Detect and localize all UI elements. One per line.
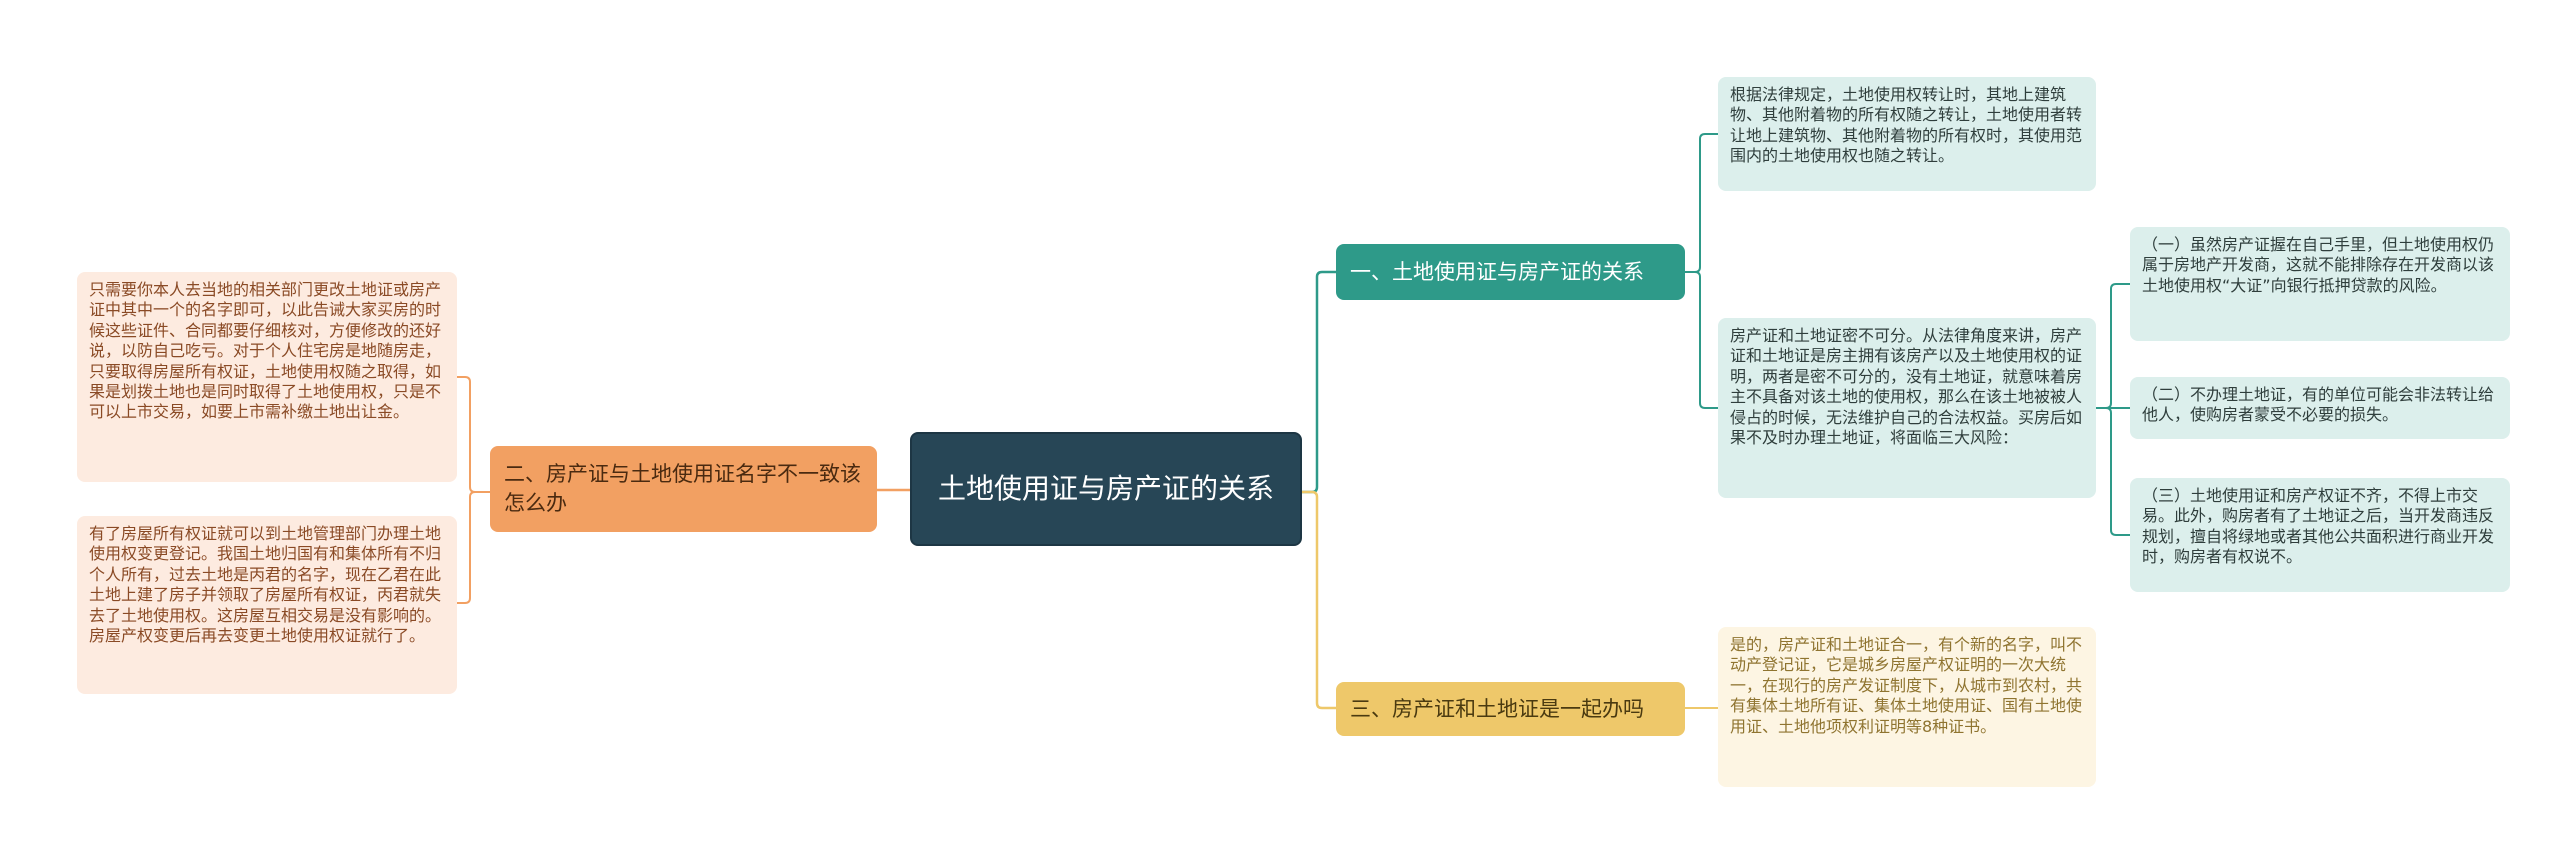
root-node[interactable]: 土地使用证与房产证的关系 (910, 432, 1302, 546)
branch-label: 一、土地使用证与房产证的关系 (1350, 259, 1644, 284)
link-b1-leaf2 (1685, 271, 1718, 409)
leaf-ownership-registration: 有了房屋所有权证就可以到土地管理部门办理土地使用权变更登记。我国土地归国有和集体… (77, 516, 457, 694)
leaf-text: （一）虽然房产证握在自己手里，但土地使用权仍属于房地产开发商，这就不能排除存在开… (2142, 235, 2495, 295)
link-b12-sub1 (2096, 283, 2130, 409)
link-b2-leaf1 (457, 376, 490, 493)
leaf-change-name: 只需要你本人去当地的相关部门更改土地证或房产证中其中一个的名字即可，以此告诫大家… (77, 272, 457, 482)
branch-label: 三、房产证和土地证是一起办吗 (1350, 696, 1644, 721)
leaf-text: 只需要你本人去当地的相关部门更改土地证或房产证中其中一个的名字即可，以此告诫大家… (89, 280, 442, 422)
leaf-text: 有了房屋所有权证就可以到土地管理部门办理土地使用权变更登记。我国土地归国有和集体… (89, 524, 442, 646)
leaf-risk-3: （三）土地使用证和房产权证不齐，不得上市交易。此外，购房者有了土地证之后，当开发… (2130, 478, 2510, 592)
link-b1-leaf1 (1685, 133, 1718, 273)
link-root-b1 (1302, 270, 1336, 494)
leaf-risk-1: （一）虽然房产证握在自己手里，但土地使用权仍属于房地产开发商，这就不能排除存在开… (2130, 227, 2510, 341)
leaf-text: （三）土地使用证和房产权证不齐，不得上市交易。此外，购房者有了土地证之后，当开发… (2142, 486, 2495, 567)
leaf-text: 根据法律规定，土地使用权转让时，其地上建筑物、其他附着物的所有权随之转让，土地使… (1730, 85, 2083, 166)
branch-label: 二、房产证与土地使用证名字不一致该怎么办 (504, 462, 861, 515)
leaf-risk-2: （二）不办理土地证，有的单位可能会非法转让给他人，使购房者蒙受不必要的损失。 (2130, 377, 2510, 439)
link-b12-sub3 (2096, 407, 2130, 536)
leaf-text: 房产证和土地证密不可分。从法律角度来讲，房产证和土地证是房主拥有该房产以及土地使… (1730, 326, 2083, 448)
leaf-text: 是的，房产证和土地证合一，有个新的名字，叫不动产登记证，它是城乡房屋产权证明的一… (1730, 635, 2083, 736)
leaf-text: （二）不办理土地证，有的单位可能会非法转让给他人，使购房者蒙受不必要的损失。 (2142, 385, 2495, 425)
leaf-unified-certificate: 是的，房产证和土地证合一，有个新的名字，叫不动产登记证，它是城乡房屋产权证明的一… (1718, 627, 2096, 787)
leaf-inseparable: 房产证和土地证密不可分。从法律角度来讲，房产证和土地证是房主拥有该房产以及土地使… (1718, 318, 2096, 498)
branch-issued-together[interactable]: 三、房产证和土地证是一起办吗 (1336, 682, 1685, 736)
link-b2-leaf2 (457, 491, 490, 604)
root-label: 土地使用证与房产证的关系 (937, 472, 1274, 505)
link-root-b3 (1302, 490, 1336, 710)
branch-name-mismatch[interactable]: 二、房产证与土地使用证名字不一致该怎么办 (490, 446, 877, 532)
leaf-legal-transfer: 根据法律规定，土地使用权转让时，其地上建筑物、其他附着物的所有权随之转让，土地使… (1718, 77, 2096, 191)
branch-land-vs-property[interactable]: 一、土地使用证与房产证的关系 (1336, 244, 1685, 300)
